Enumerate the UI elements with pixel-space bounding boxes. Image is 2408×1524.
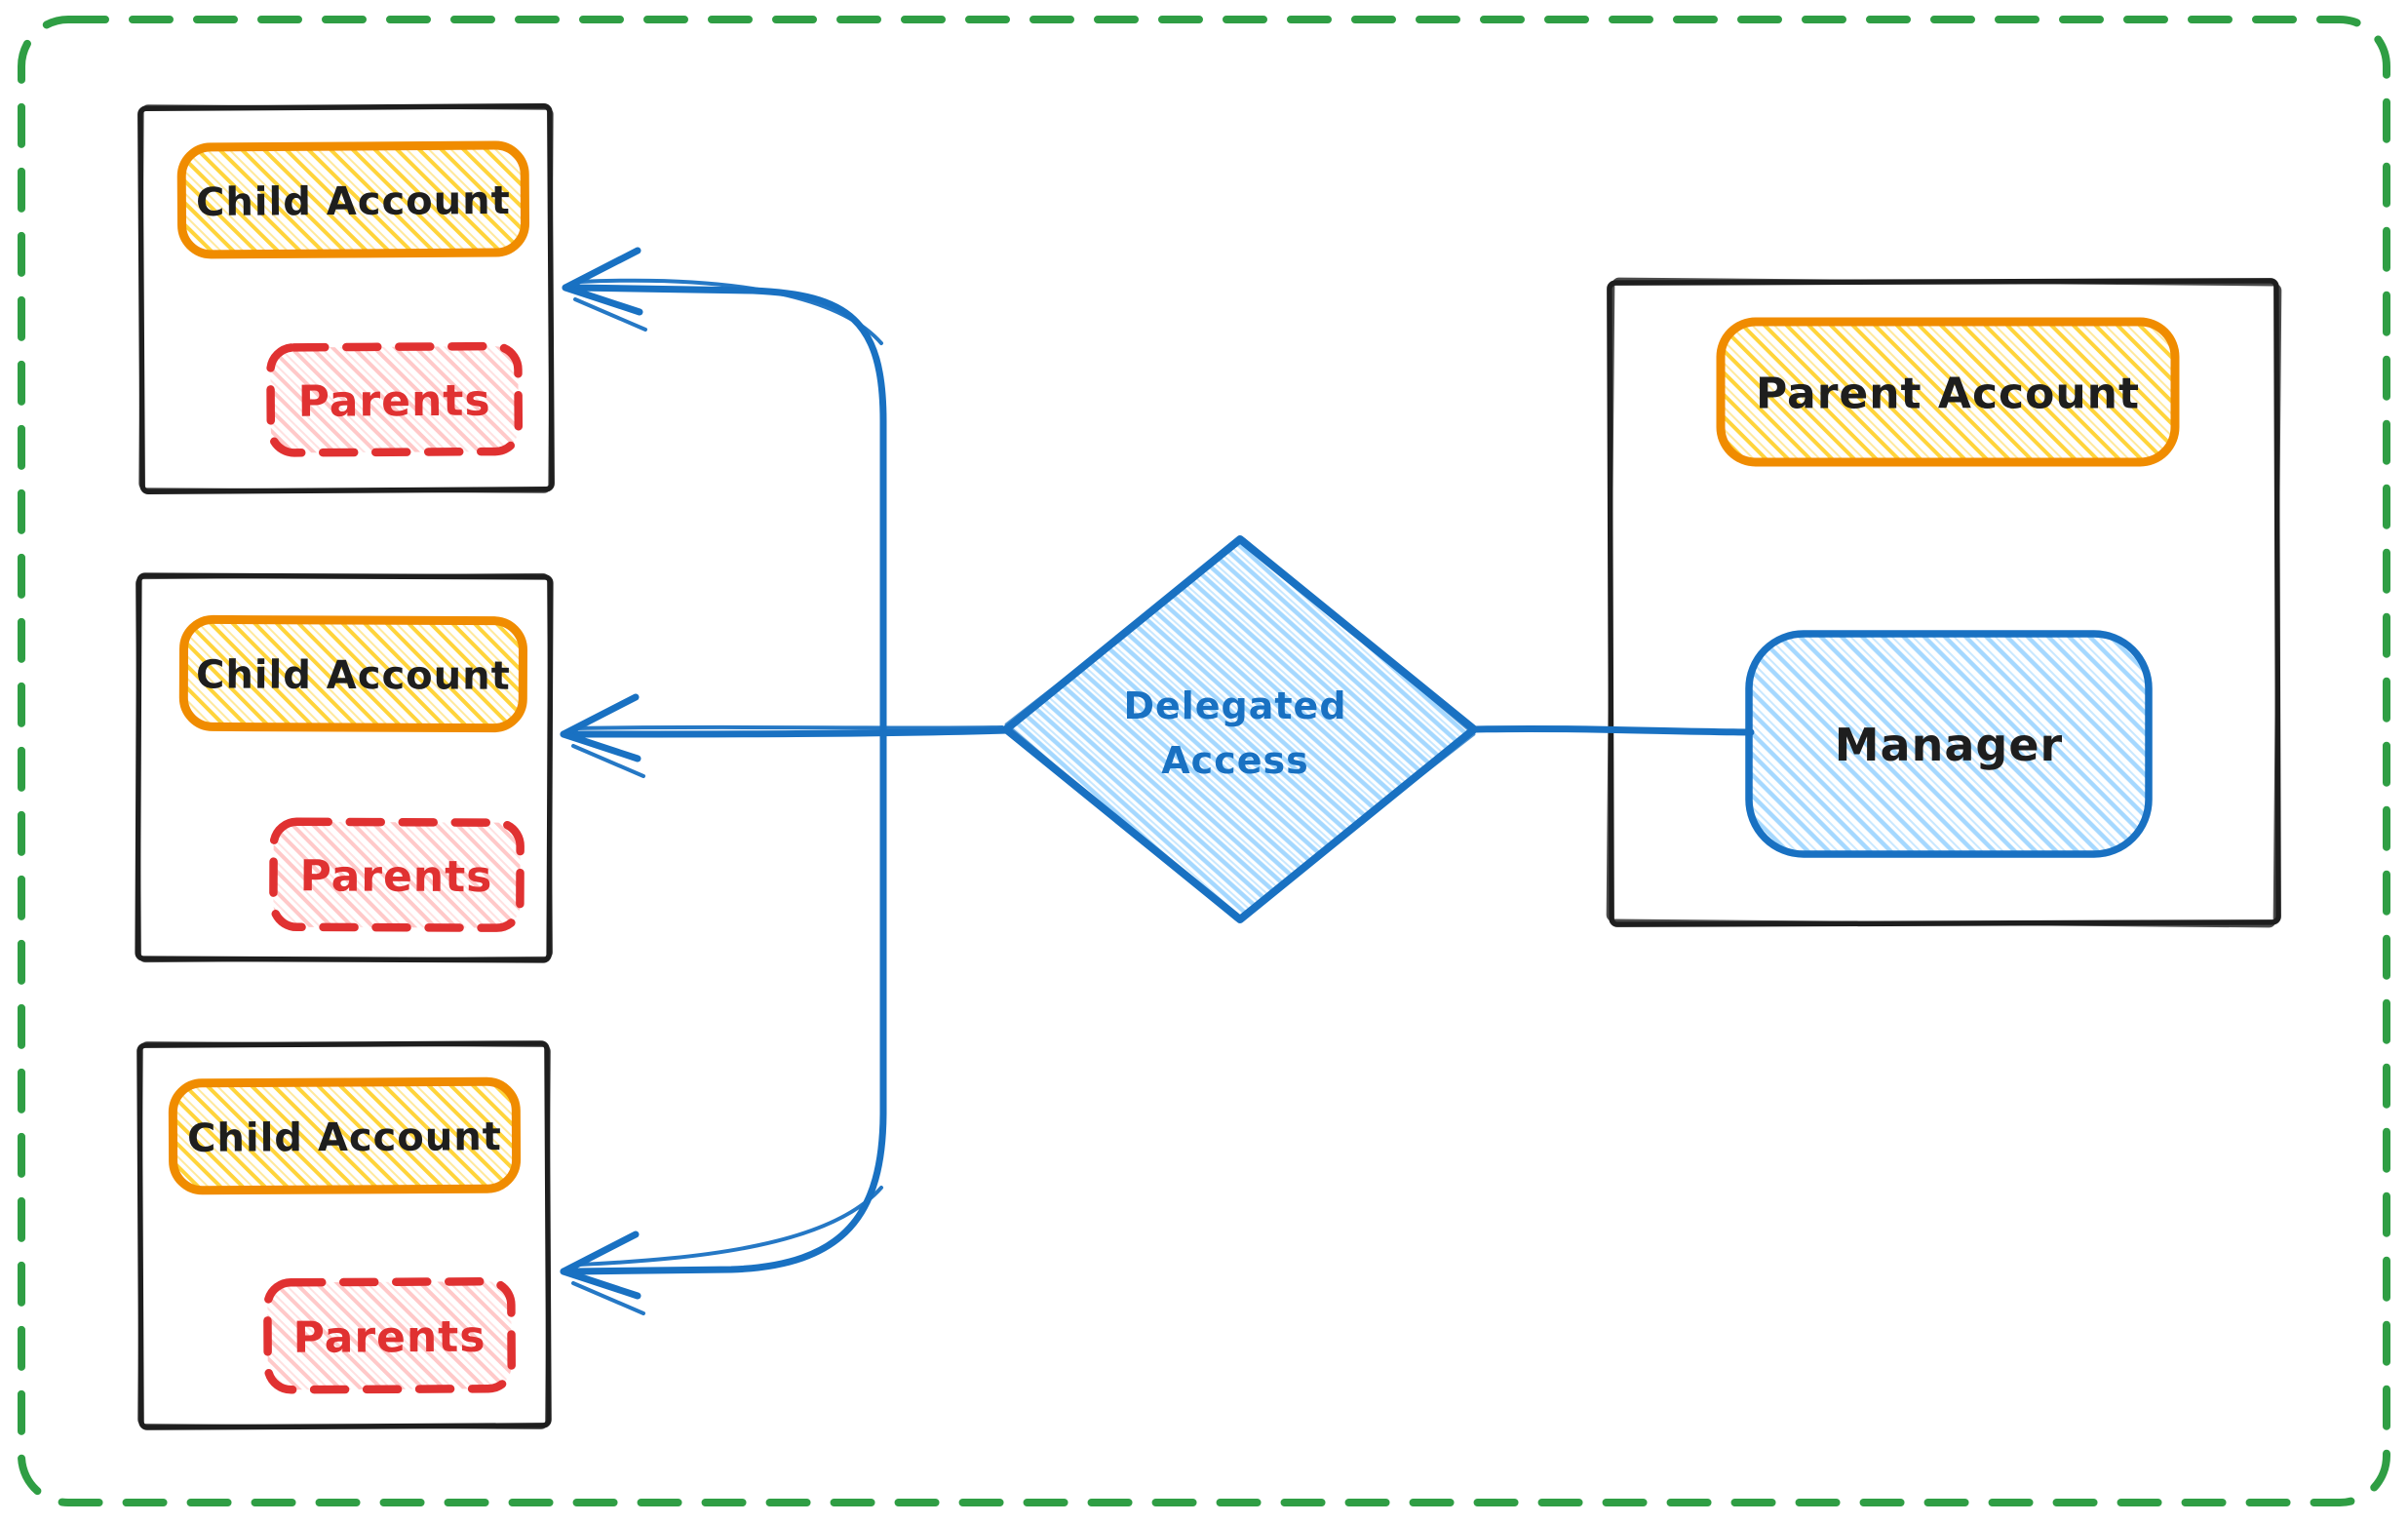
delegated-access-diamond: Delegated Access bbox=[1002, 535, 1478, 923]
child-account-label: Child Account bbox=[187, 1114, 502, 1161]
diamond-shape bbox=[1002, 535, 1478, 923]
parents-badge bbox=[266, 341, 524, 457]
child-account-label: Child Account bbox=[196, 178, 511, 225]
parents-badge bbox=[263, 1276, 516, 1394]
manager-node bbox=[1745, 630, 2153, 858]
manager-label: Manager bbox=[1835, 719, 2063, 771]
connectors bbox=[560, 247, 1755, 1315]
parent-account-label: Parent Account bbox=[1756, 370, 2140, 419]
child-account-card-1: Child Account Parents bbox=[137, 103, 555, 494]
child-account-pill bbox=[178, 614, 528, 733]
parent-card-outline-sketch bbox=[1606, 277, 2282, 928]
arrowhead-child-3 bbox=[560, 1231, 645, 1315]
parents-label: Parents bbox=[299, 851, 492, 902]
parents-label: Parents bbox=[298, 376, 491, 427]
canvas-border bbox=[18, 16, 2390, 1506]
arrow-to-child-2 bbox=[565, 726, 1012, 738]
child-account-card-2: Child Account Parents bbox=[135, 572, 554, 963]
parent-account-card: Parent Account Manager bbox=[1606, 277, 2282, 928]
parents-label: Parents bbox=[292, 1312, 485, 1363]
arrow-to-child-1 bbox=[571, 284, 887, 738]
child-account-label: Child Account bbox=[196, 652, 511, 698]
parents-badge bbox=[269, 817, 524, 932]
arrow-to-child-3 bbox=[569, 730, 887, 1275]
arrow-to-child-1-sketch bbox=[577, 278, 883, 345]
child-account-pill bbox=[176, 140, 530, 259]
parent-account-pill bbox=[1716, 317, 2180, 467]
child-card-outline-sketch bbox=[138, 104, 554, 493]
delegated-access-label-line1: Delegated bbox=[1123, 684, 1346, 727]
child-card-outline-sketch bbox=[136, 572, 553, 963]
diamond-shape-sketch bbox=[1004, 537, 1476, 921]
arrow-to-child-2-sketch bbox=[575, 724, 1004, 730]
connector-diamond-to-manager bbox=[1470, 724, 1755, 736]
child-account-pill bbox=[168, 1076, 522, 1195]
arrow-to-child-3-sketch bbox=[577, 1186, 883, 1267]
arrowhead-child-2 bbox=[560, 693, 645, 778]
delegated-access-label-line2: Access bbox=[1161, 739, 1308, 782]
arrowhead-child-1 bbox=[562, 247, 647, 332]
child-card-outline-sketch bbox=[137, 1041, 551, 1429]
child-account-card-3: Child Account Parents bbox=[136, 1040, 552, 1430]
